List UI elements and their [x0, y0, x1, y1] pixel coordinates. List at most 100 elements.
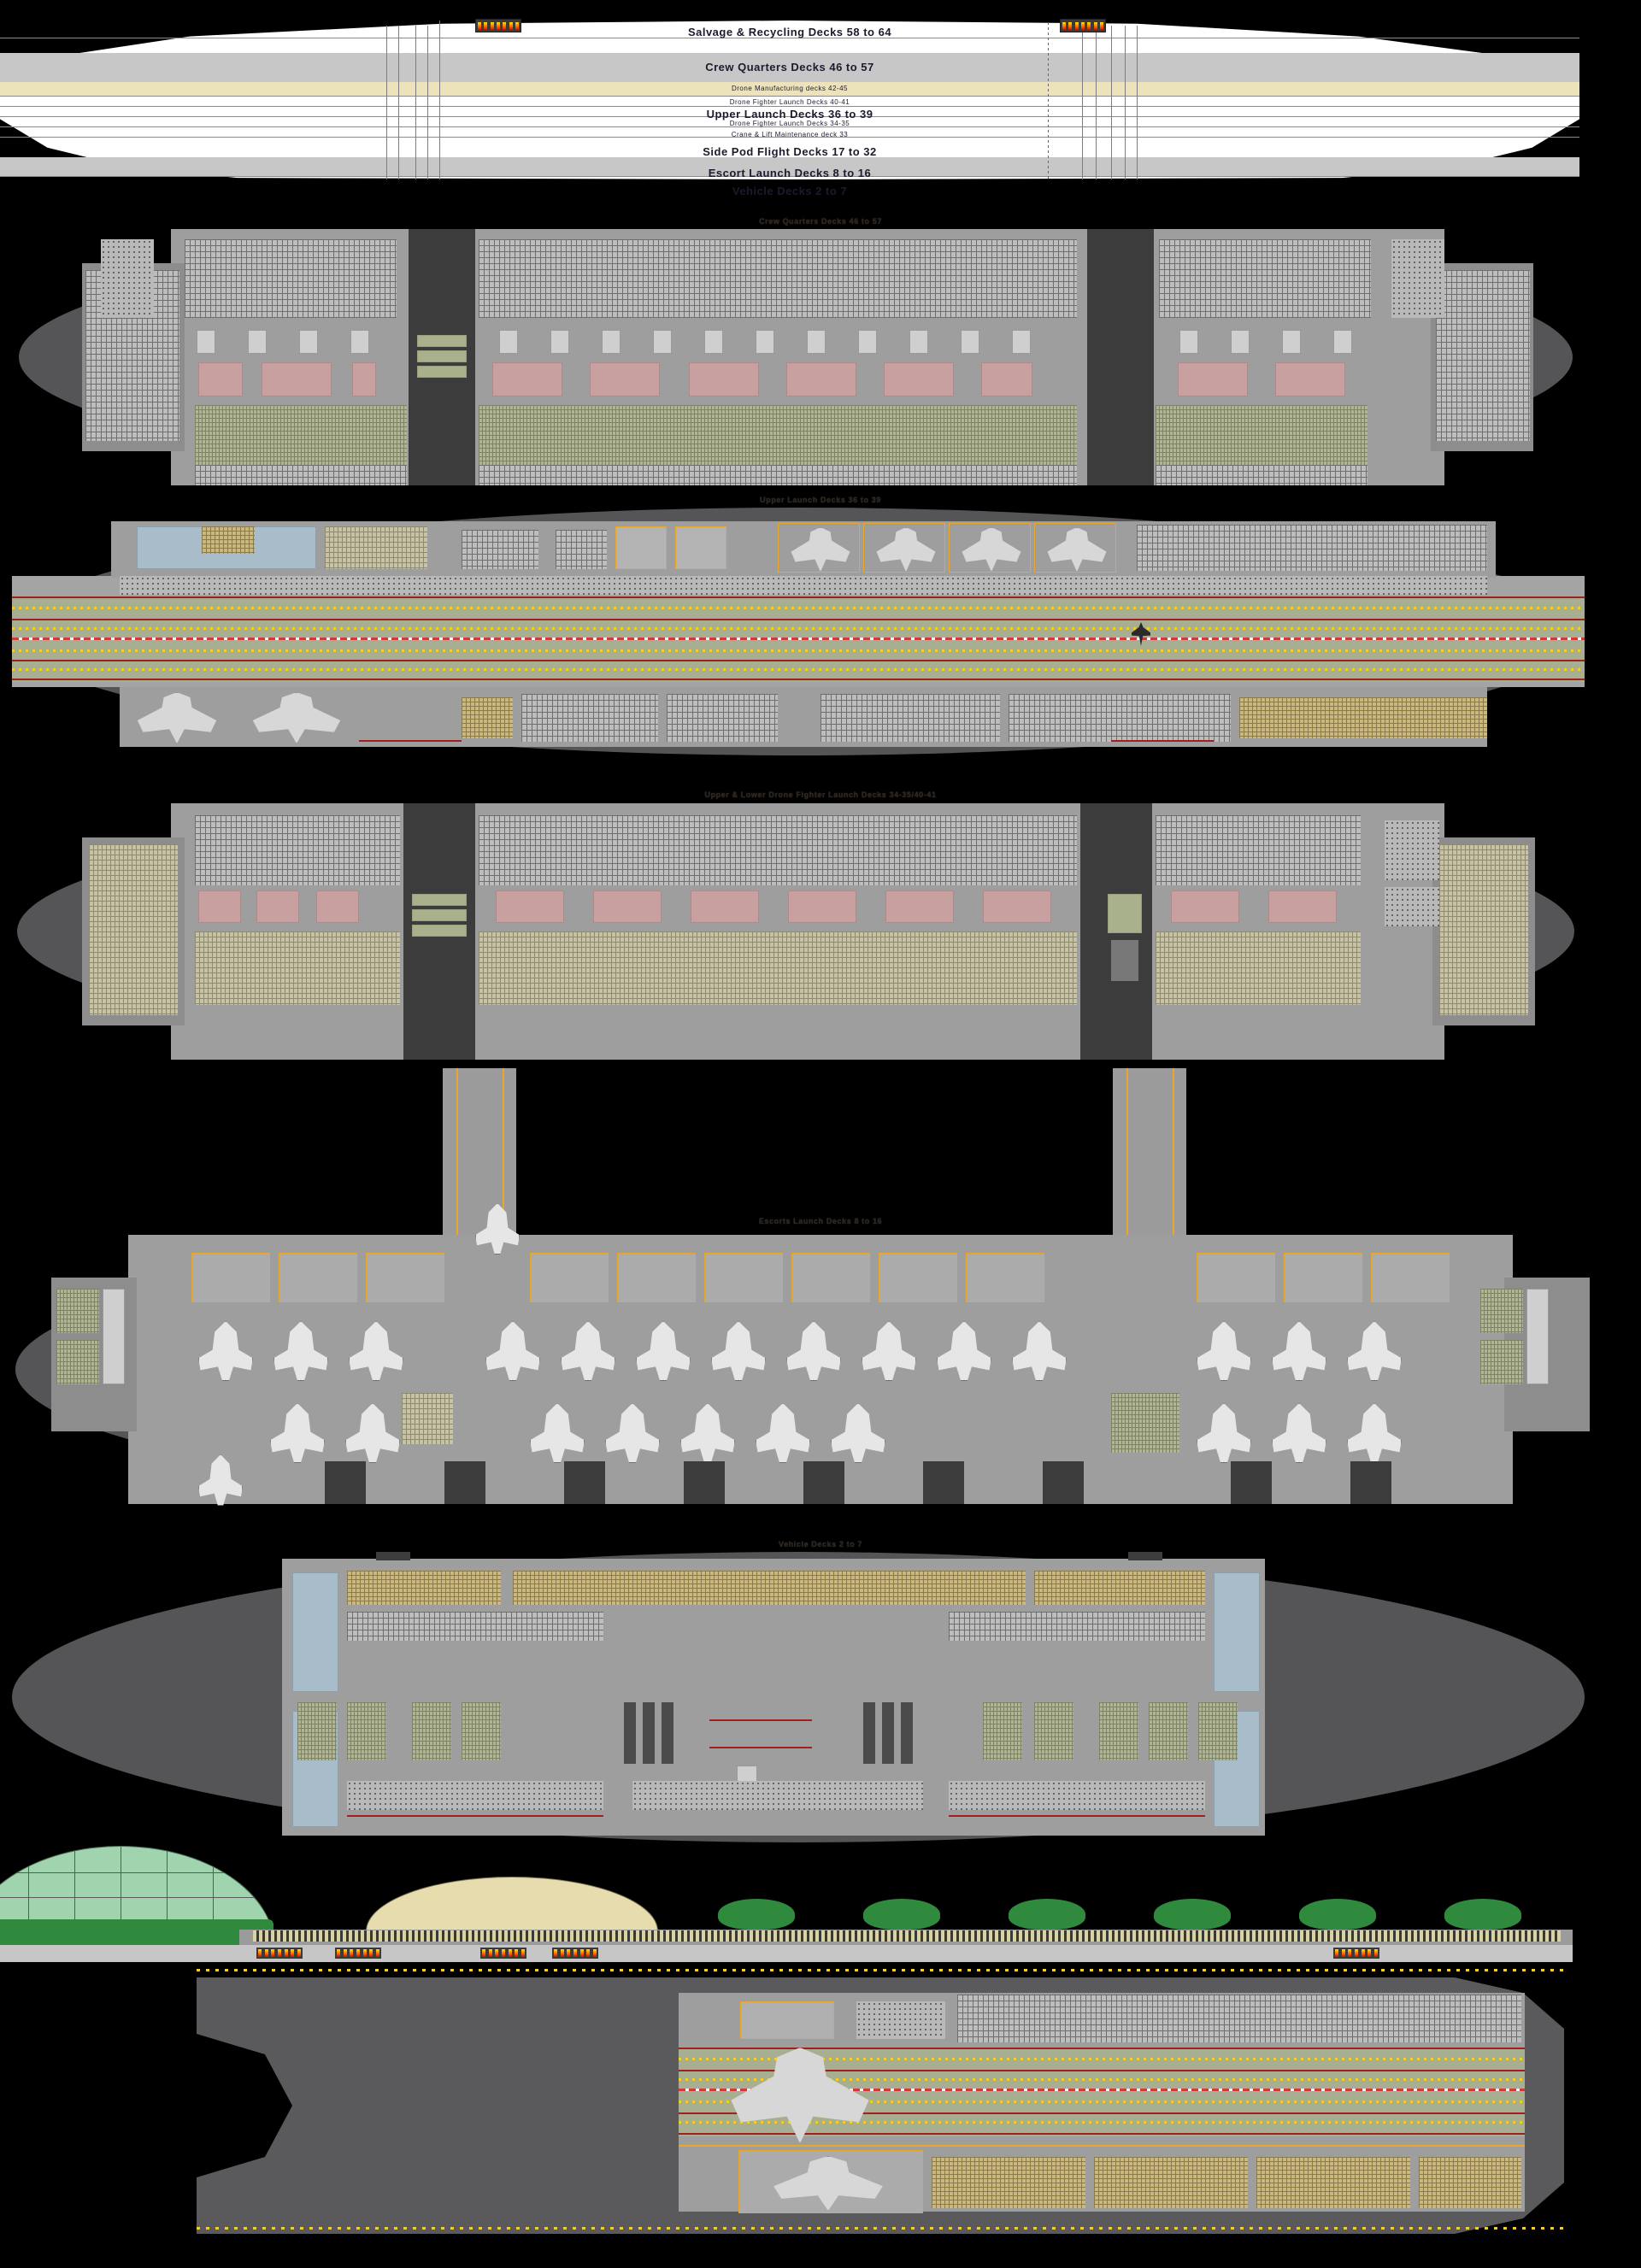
- runway-center-dots: [12, 627, 1585, 630]
- hatch-row: [120, 576, 1487, 595]
- panel-crew-quarters-decks: [0, 229, 1641, 485]
- service-pod: [858, 330, 877, 354]
- deck-label-vehicle: Vehicle Decks 2 to 7: [732, 185, 848, 197]
- escort-dock-bay: [530, 1253, 609, 1302]
- green-hall-right: [1156, 405, 1368, 465]
- runway-dots: [679, 2101, 1525, 2103]
- service-pod: [299, 330, 318, 354]
- drone-rack-starboard: [1439, 844, 1528, 1015]
- cruiser-hull: [962, 527, 1021, 572]
- drone-assembly-module: [316, 890, 359, 923]
- corridor-ribs-left: [195, 465, 407, 485]
- panel-escort-launch-decks: [0, 1068, 1641, 1506]
- vehicle-hall-blue-right: [1214, 1572, 1260, 1692]
- green-hall-left: [195, 405, 407, 465]
- bay-slot: [803, 1461, 844, 1504]
- service-bay: [675, 526, 726, 569]
- tube-guide-rail: [503, 1068, 504, 1239]
- drone-staging-left: [195, 931, 400, 1005]
- cargo-grid: [1094, 2157, 1248, 2208]
- rec-module: [590, 362, 660, 397]
- cargo-grid: [1419, 2157, 1521, 2208]
- section-header-drone-launch: Upper & Lower Drone Fighter Launch Decks…: [704, 790, 937, 799]
- runway-dots: [679, 2121, 1525, 2124]
- rec-module: [884, 362, 954, 397]
- deck-label-crew-quarters: Crew Quarters Decks 46 to 57: [705, 61, 874, 73]
- cargo-block: [983, 1702, 1022, 1760]
- seat-block-lower-right: [949, 1781, 1205, 1810]
- support-shop-amber: [202, 526, 255, 554]
- supply-rack-port: [56, 1289, 99, 1333]
- service-pod: [1231, 330, 1250, 354]
- section-header-crew-quarters: Crew Quarters Decks 46 to 57: [759, 217, 882, 226]
- panel-elevation-legend: Salvage & Recycling Decks 58 to 64 Crew …: [0, 0, 1641, 197]
- thruster-bank: [552, 1948, 598, 1959]
- service-pod: [197, 330, 215, 354]
- vehicle-ramp: [643, 1702, 655, 1764]
- support-bay: [462, 530, 538, 569]
- park-tree-cluster: [1154, 1899, 1231, 1930]
- rec-module: [492, 362, 562, 397]
- observation-window-row: [253, 1930, 1561, 1942]
- runway-center-dots: [12, 649, 1585, 652]
- deck-marking: [709, 1719, 812, 1721]
- rec-module: [262, 362, 332, 397]
- cabin-rank-upper-left: [185, 239, 397, 318]
- escort-dock-bay: [366, 1253, 444, 1302]
- service-pod: [248, 330, 267, 354]
- bay-slot: [923, 1461, 964, 1504]
- cargo-block: [1099, 1702, 1138, 1760]
- bay-slot: [1043, 1461, 1084, 1504]
- vehicle-ramp: [662, 1702, 673, 1764]
- bay-slot: [564, 1461, 605, 1504]
- drone-assembly-module: [885, 890, 954, 923]
- cabin-block-starboard: [1436, 270, 1530, 441]
- capital-ship-hull: [731, 2048, 869, 2143]
- support-bay: [556, 530, 607, 569]
- panel-upper-launch-decks: [0, 508, 1641, 755]
- drone-rank-upper-left: [195, 815, 400, 885]
- drone-rack-port: [89, 844, 178, 1015]
- vehicle-ramp: [901, 1702, 913, 1764]
- section-header-escort-launch: Escorts Launch Decks 8 to 16: [758, 1217, 883, 1225]
- cargo-block: [347, 1702, 386, 1760]
- service-pod: [1012, 330, 1031, 354]
- lift-core-starboard: [1087, 229, 1154, 485]
- vehicle-hall-blue-left: [292, 1572, 338, 1692]
- section-header-upper-launch: Upper Launch Decks 36 to 39: [760, 496, 881, 504]
- vehicle-ramp: [882, 1702, 894, 1764]
- vehicle-ramp: [863, 1702, 875, 1764]
- thruster-bank: [1333, 1948, 1379, 1959]
- rec-module: [786, 362, 856, 397]
- cargo-block: [412, 1702, 451, 1760]
- vehicle-bay-row: [347, 1612, 603, 1641]
- bulkhead-notch: [1128, 1552, 1162, 1560]
- cargo-field: [402, 1393, 453, 1444]
- corridor-ribs-right: [1156, 465, 1368, 485]
- dome-foliage: [0, 1919, 274, 1945]
- cabin-rank-far-left: [1391, 239, 1444, 318]
- bay-slot: [1231, 1461, 1272, 1504]
- lift-landing: [412, 894, 467, 906]
- escort-dock-bay: [791, 1253, 870, 1302]
- drone-assembly-module: [593, 890, 662, 923]
- deck-label-escort-launch: Escort Launch Decks 8 to 16: [708, 167, 872, 179]
- escort-dock-bay: [1197, 1253, 1275, 1302]
- launch-tube-starboard: [1113, 1068, 1186, 1239]
- launch-cradle: [863, 523, 945, 573]
- drone-rank-upper-mid: [479, 815, 1077, 885]
- lift-landing: [412, 925, 467, 937]
- runway-edge-line: [679, 2048, 1525, 2049]
- ship-silhouette: [0, 21, 1579, 179]
- bay-slot: [1350, 1461, 1391, 1504]
- cargo-rack-row: [957, 1995, 1521, 2042]
- supply-rack-starboard: [1480, 1289, 1523, 1333]
- bay-slot: [325, 1461, 366, 1504]
- equipment-bay: [740, 2001, 834, 2039]
- service-pod: [1282, 330, 1301, 354]
- fighter-rank-lower: [820, 694, 1000, 742]
- service-bay: [615, 526, 667, 569]
- lift-landing-port: [417, 366, 467, 378]
- cargo-grid: [932, 2157, 1085, 2208]
- cargo-block: [462, 1702, 501, 1760]
